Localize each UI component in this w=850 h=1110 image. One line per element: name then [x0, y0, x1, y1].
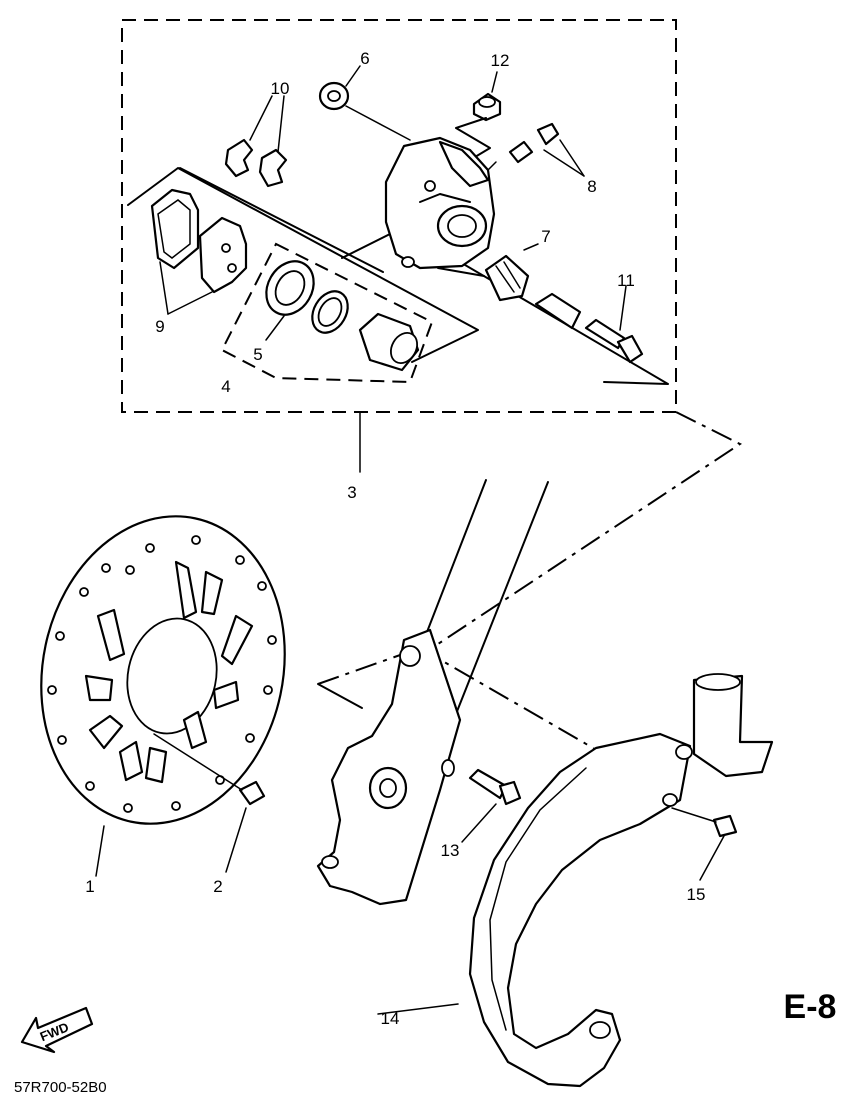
- callout-5: 5: [253, 345, 262, 364]
- piston-seal-part-5: [265, 260, 349, 341]
- caliper-body: [384, 136, 496, 270]
- bleed-cap-part-6: [318, 65, 411, 141]
- brake-disc-part-1: [40, 515, 286, 877]
- seal-kit-frame: [220, 242, 434, 384]
- disc-cover-part-14: [377, 673, 774, 1088]
- piston: [358, 312, 420, 372]
- callout-13: 13: [441, 841, 460, 860]
- bolt-part-13: [461, 768, 522, 843]
- pin-group-outline: [341, 227, 669, 385]
- cap-part-12: [455, 71, 502, 161]
- callout-10: 10: [271, 79, 290, 98]
- callout-9: 9: [155, 317, 164, 336]
- callout-labels: 1 2 3 4 5 6 7 8 9 10 11 12 13 14 15: [85, 49, 705, 1028]
- pad-clips-part-10: [224, 95, 288, 188]
- bolt-part-11: [584, 285, 644, 364]
- callout-3: 3: [347, 483, 356, 502]
- page-code: E-8: [784, 988, 837, 1026]
- callout-2: 2: [213, 877, 222, 896]
- screw-part-15: [671, 807, 738, 881]
- callout-4: 4: [221, 377, 230, 396]
- bleed-screw-part-8: [479, 122, 585, 179]
- callout-15: 15: [687, 885, 706, 904]
- fwd-arrow-icon: FWD: [20, 1006, 94, 1054]
- callout-6: 6: [360, 49, 369, 68]
- pad-set-outline: [127, 167, 479, 363]
- callout-11: 11: [617, 271, 635, 290]
- callout-8: 8: [587, 177, 596, 196]
- brake-pads-part-9: [150, 188, 248, 315]
- callout-7: 7: [541, 227, 550, 246]
- pin-boot-part-7: [437, 243, 582, 330]
- disc-bolt-part-2: [153, 733, 266, 873]
- callout-12: 12: [491, 51, 510, 70]
- callout-14: 14: [381, 1009, 400, 1028]
- callout-1: 1: [85, 877, 94, 896]
- drawing-reference: 57R700-52B0: [14, 1079, 107, 1096]
- alignment-lines: [317, 411, 742, 753]
- front-fork: [316, 479, 549, 906]
